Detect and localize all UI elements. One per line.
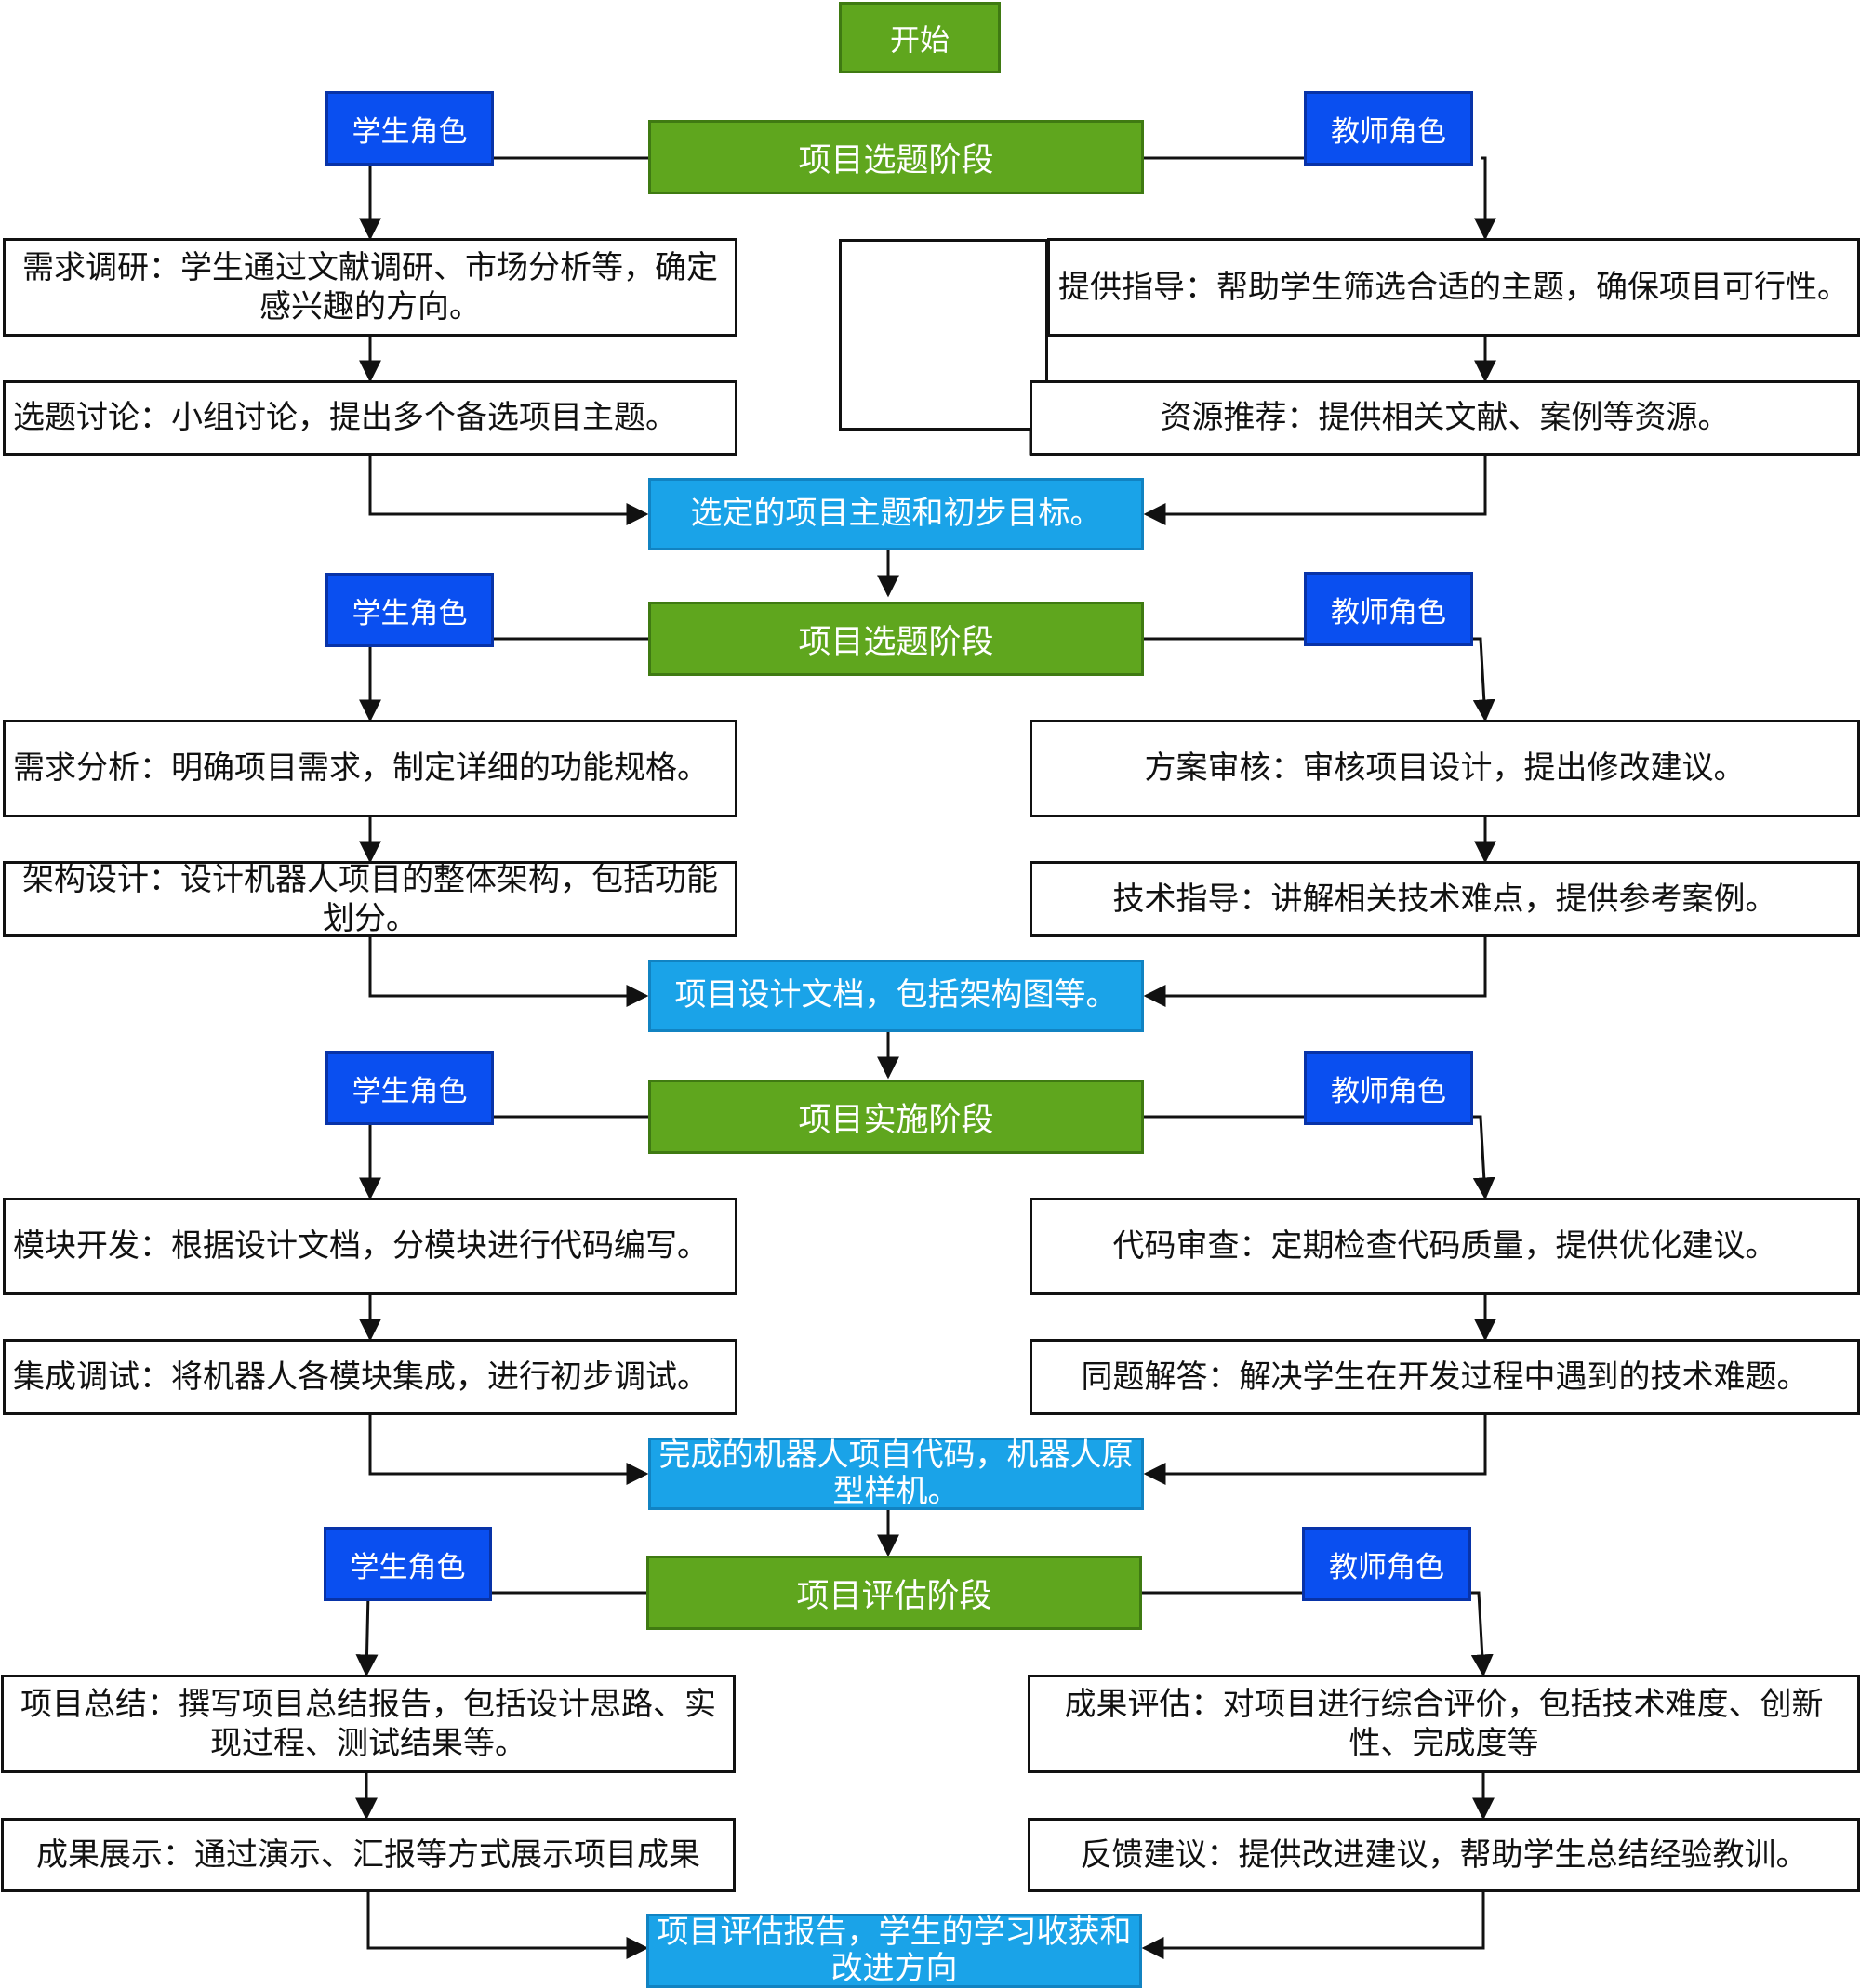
teacher-task-2-2: 技术指导：讲解相关技术难点，提供参考案例。	[1030, 861, 1860, 937]
student-role-4: 学生角色	[324, 1527, 492, 1601]
stage-box-3: 项目实施阶段	[648, 1080, 1144, 1154]
teacher-task-4-1: 成果评估：对项目进行综合评价，包括技术难度、创新性、完成度等	[1028, 1675, 1860, 1773]
stage-box-2: 项目选题阶段	[648, 602, 1144, 676]
student-role-2: 学生角色	[326, 573, 494, 647]
stage-box-4: 项目评估阶段	[646, 1556, 1142, 1630]
student-task-4-1: 项目总结：撰写项目总结报告，包括设计思路、实现过程、测试结果等。	[1, 1675, 736, 1773]
blank-box	[839, 239, 1048, 431]
teacher-task-1-1: 提供指导：帮助学生筛选合适的主题，确保项目可行性。	[1047, 238, 1860, 337]
student-role-3: 学生角色	[326, 1051, 494, 1125]
teacher-task-3-2: 同题解答：解决学生在开发过程中遇到的技术难题。	[1030, 1339, 1860, 1415]
student-task-3-1: 模块开发：根据设计文档，分模块进行代码编写。	[3, 1198, 737, 1295]
student-task-4-2: 成果展示：通过演示、汇报等方式展示项目成果	[1, 1818, 736, 1892]
student-task-2-1: 需求分析：明确项目需求，制定详细的功能规格。	[3, 720, 737, 817]
output-box-2: 项目设计文档，包括架构图等。	[648, 960, 1144, 1032]
student-task-1-1: 需求调研：学生通过文献调研、市场分析等，确定感兴趣的方向。	[3, 238, 737, 337]
output-box-3: 完成的机器人项自代码，机器人原型样机。	[648, 1437, 1144, 1510]
start-node: 开始	[839, 2, 1001, 73]
student-task-2-2: 架构设计：设计机器人项目的整体架构，包括功能划分。	[3, 861, 737, 937]
student-role-1: 学生角色	[326, 91, 494, 166]
stage-box-1: 项目选题阶段	[648, 120, 1144, 194]
student-task-1-2: 选题讨论：小组讨论，提出多个备选项目主题。	[3, 380, 737, 456]
output-box-4: 项目评估报告，学生的学习收获和改进方向	[646, 1914, 1142, 1988]
teacher-task-3-1: 代码审查：定期检查代码质量，提供优化建议。	[1030, 1198, 1860, 1295]
teacher-role-1: 教师角色	[1304, 91, 1473, 166]
student-task-3-2: 集成调试：将机器人各模块集成，进行初步调试。	[3, 1339, 737, 1415]
teacher-role-2: 教师角色	[1304, 572, 1473, 646]
teacher-role-3: 教师角色	[1304, 1051, 1473, 1125]
output-box-1: 选定的项目主题和初步目标。	[648, 478, 1144, 550]
teacher-task-1-2: 资源推荐：提供相关文献、案例等资源。	[1030, 380, 1860, 456]
teacher-role-4: 教师角色	[1302, 1527, 1471, 1601]
teacher-task-2-1: 方案审核：审核项目设计，提出修改建议。	[1030, 720, 1860, 817]
teacher-task-4-2: 反馈建议：提供改进建议，帮助学生总结经验教训。	[1028, 1818, 1860, 1892]
